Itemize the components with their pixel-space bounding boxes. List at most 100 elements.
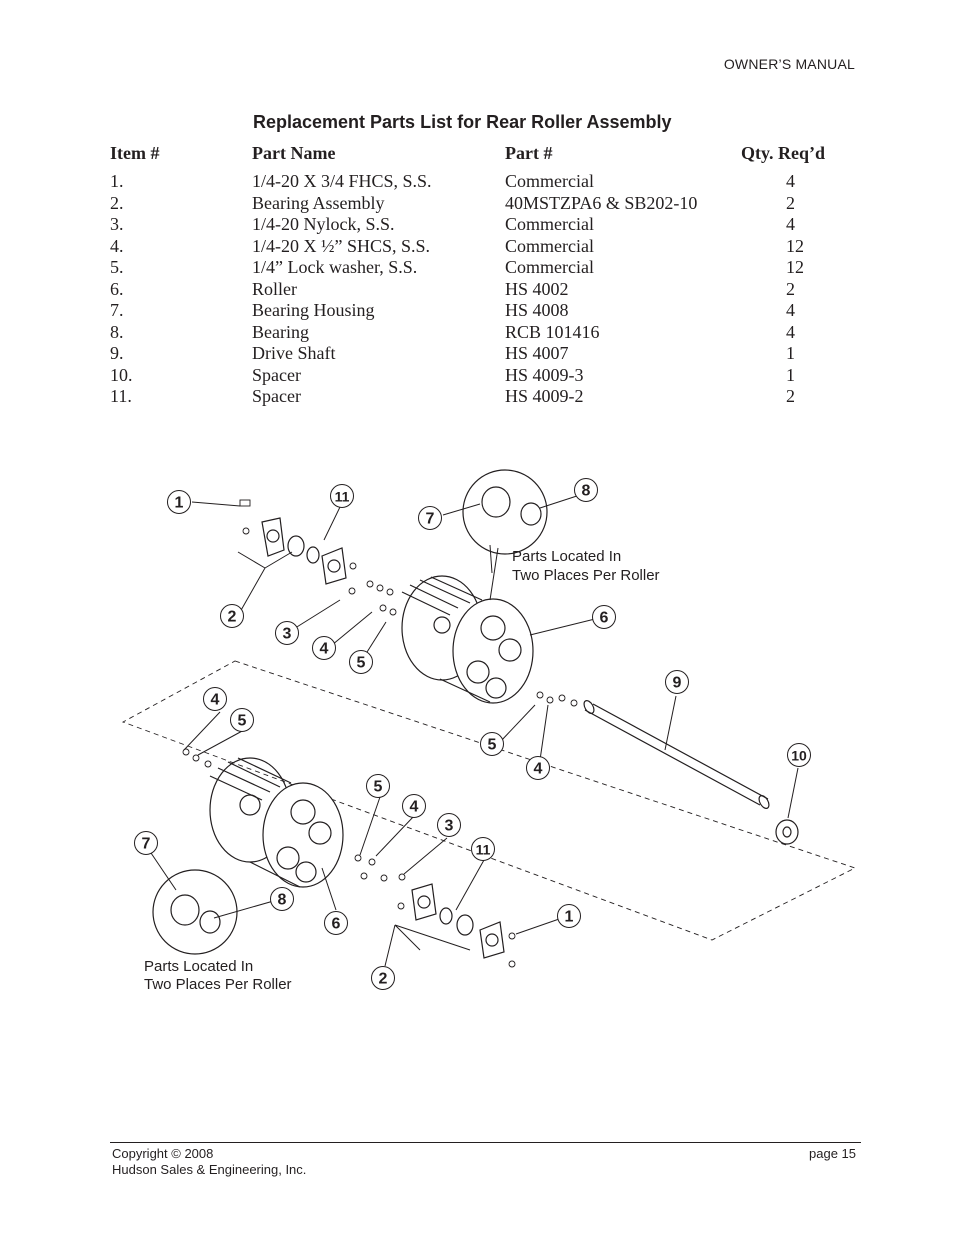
cell-part-number: HS 4009-2 [505,386,584,406]
cell-part-number: 40MSTZPA6 & SB202-10 [505,192,698,213]
callout-label: 4 [211,692,220,709]
cell-part-number: Commercial [505,171,594,191]
top-roller [401,575,534,704]
cell-part-name: 1/4-20 X ½” SHCS, S.S. [252,235,431,256]
cell-part-name: Spacer [252,386,301,406]
col-part-name: Part Name [252,143,336,163]
note-top-line2: Two Places Per Roller [512,567,660,584]
callout-label: 5 [238,713,247,730]
cell-part-name: 1/4” Lock washer, S.S. [252,257,418,277]
spacer-part [775,819,799,845]
callout-circle [592,605,616,629]
callout-circle [526,756,550,780]
callout-label: 8 [278,892,287,909]
cell-part-number: Commercial [505,257,594,277]
cell-qty: 2 [786,278,795,299]
cell-part-number: HS 4002 [505,278,569,299]
company-name: Hudson Sales & Engineering, Inc. [112,1162,307,1177]
callout-circle [787,743,811,767]
callout-circle [330,484,354,508]
callout-circle [557,904,581,928]
callout-circle [574,478,598,502]
cell-item: 5. [110,257,124,277]
cell-item: 6. [110,278,124,299]
cell-part-name: Roller [252,278,297,299]
footer-divider [110,1142,861,1143]
cell-part-name: Bearing Assembly [252,192,385,213]
cell-part-number: HS 4009-3 [505,364,584,385]
cell-qty: 2 [786,192,795,213]
callout-label: 5 [374,779,383,796]
cell-part-number: HS 4007 [505,343,569,363]
cell-part-name: Bearing [252,321,309,342]
cell-qty: 4 [786,214,795,234]
cell-qty: 4 [786,171,795,191]
cell-part-number: Commercial [505,235,594,256]
callout-label: 8 [582,483,591,500]
table-row: 6. Roller HS 4002 2 [110,279,861,301]
detail-circle-bottom [152,869,238,955]
col-item: Item # [110,143,160,163]
callout-circle [437,813,461,837]
callout-circle [167,490,191,514]
callout-label: 6 [332,916,341,933]
cell-qty: 12 [786,235,804,256]
callout-circle [349,650,373,674]
callout-label: 3 [445,818,454,835]
cell-item: 1. [110,171,124,191]
detail-circle-top [462,469,548,555]
cell-qty: 1 [786,343,795,363]
col-part-number: Part # [505,143,553,163]
callout-circle [480,732,504,756]
callout-label: 7 [426,511,435,528]
table-header-row: Item # Part Name Part # Qty. Req’d [110,143,861,171]
callout-circle [371,966,395,990]
callout-circle [366,774,390,798]
callout-circle [203,687,227,711]
note-bottom-line1: Parts Located In [144,958,253,975]
callout-circle [665,670,689,694]
cell-part-number: HS 4008 [505,300,569,320]
parts-table: Item # Part Name Part # Qty. Req’d 1. 1/4… [110,143,861,408]
callout-label: 9 [673,675,682,692]
callout-label: 11 [476,842,491,858]
callout-circle [324,911,348,935]
callout-circle [134,831,158,855]
callout-label: 7 [142,836,151,853]
page-title: Replacement Parts List for Rear Roller A… [253,112,672,132]
cell-item: 2. [110,192,124,213]
cell-qty: 4 [786,321,795,342]
cell-item: 10. [110,364,133,385]
callout-label: 4 [534,761,543,778]
callout-label: 6 [600,610,609,627]
copyright: Copyright © 2008 [112,1146,214,1161]
callout-circle [275,621,299,645]
callout-label: 4 [320,641,329,658]
callout-label: 1 [175,495,184,512]
cell-qty: 4 [786,300,795,320]
cell-part-number: Commercial [505,214,594,234]
cell-qty: 1 [786,364,795,385]
cell-item: 4. [110,235,124,256]
callout-label: 1 [565,909,574,926]
callout-label: 2 [379,971,388,988]
note-bottom-line2: Two Places Per Roller [144,976,292,993]
col-qty: Qty. Req’d [741,143,826,163]
callout-circle [270,887,294,911]
cell-part-name: 1/4-20 Nylock, S.S. [252,214,395,234]
table-row: 2. Bearing Assembly 40MSTZPA6 & SB202-10 2 [110,193,861,215]
drive-shaft [583,700,770,809]
cell-item: 9. [110,343,124,363]
callout-label: 5 [488,737,497,754]
note-top-line1: Parts Located In [512,548,621,565]
cell-part-name: Bearing Housing [252,300,375,320]
callout-label: 11 [335,489,350,505]
